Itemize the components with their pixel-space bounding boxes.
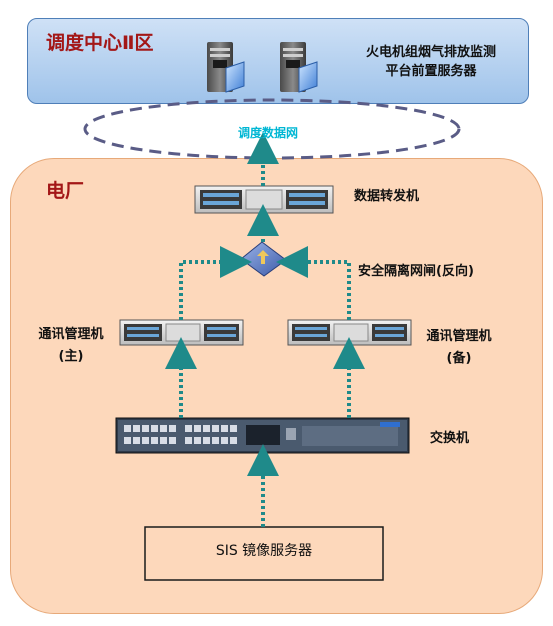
comm-manager-backup-label: 通讯管理机 (备) <box>416 326 502 370</box>
data-forwarder-icon <box>194 185 334 214</box>
dispatch-center-title: 调度中心Ⅱ区 <box>46 32 154 54</box>
comm-manager-primary-icon <box>119 319 244 346</box>
sis-mirror-server-label: SIS 镜像服务器 <box>215 543 313 559</box>
comm-manager-backup-icon <box>287 319 412 346</box>
power-plant-title: 电厂 <box>46 180 85 202</box>
comm-manager-primary-label: 通讯管理机 (主) <box>28 324 114 368</box>
comm-manager-primary-label-line1: 通讯管理机 <box>38 327 104 342</box>
comm-manager-backup-label-line2: (备) <box>446 351 472 366</box>
network-switch-icon <box>115 417 410 454</box>
arrow-backup-to-gateway <box>276 246 351 320</box>
dispatch-server-label-line1: 火电机组烟气排放监测 <box>365 45 496 60</box>
comm-manager-primary-label-line2: (主) <box>58 349 84 364</box>
dispatch-network-label: 调度数据网 <box>237 126 298 140</box>
security-gateway-icon <box>240 241 287 277</box>
dispatch-server-icon <box>207 42 245 93</box>
security-gateway-label: 安全隔离网闸(反向) <box>358 264 474 279</box>
dispatch-server-label: 火电机组烟气排放监测 平台前置服务器 <box>336 43 526 81</box>
dispatch-server-label-line2: 平台前置服务器 <box>385 64 477 79</box>
data-forwarder-label: 数据转发机 <box>354 189 420 204</box>
dispatch-center-zone <box>27 18 529 104</box>
dispatch-server-icon <box>280 42 318 93</box>
arrow-primary-to-gateway <box>179 246 252 320</box>
comm-manager-backup-label-line1: 通讯管理机 <box>426 329 492 344</box>
switch-label: 交换机 <box>430 431 470 446</box>
